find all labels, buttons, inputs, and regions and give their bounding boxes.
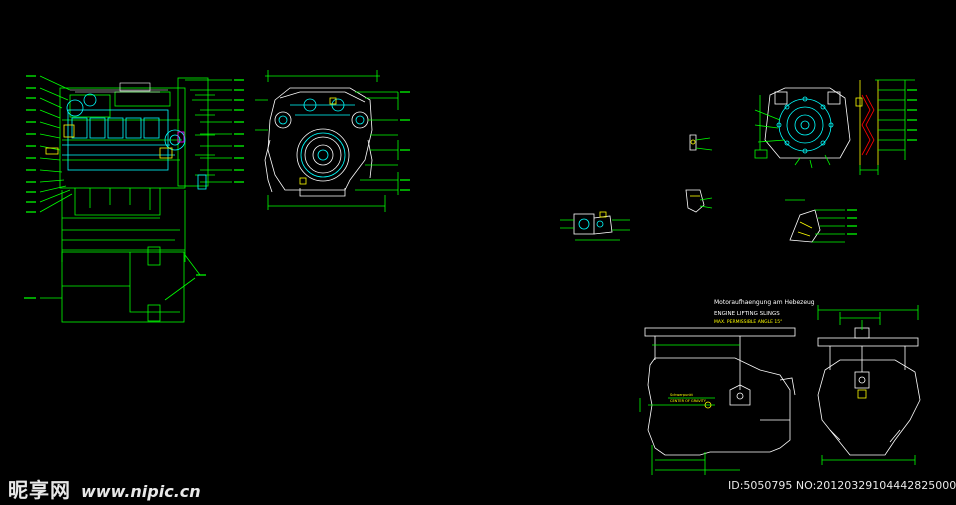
watermark-url: www.nipic.cn: [81, 482, 201, 501]
watermark: 昵享网 www.nipic.cn: [8, 474, 201, 503]
lifting-front-view: [817, 305, 921, 465]
flywheel-detail: [754, 79, 915, 175]
lifting-side-view: [639, 327, 796, 475]
engine-front-view: [255, 70, 399, 212]
dimension-tick-labels: [24, 75, 917, 299]
lifting-subtitle: MAX. PERMISSIBLE ANGLE 15°: [714, 319, 782, 325]
watermark-logo: 昵享网: [8, 478, 71, 502]
lifting-title-de: Motoraufhaengung am Hebezeug: [714, 299, 815, 306]
cog-label-en: CENTER OF GRAVITY: [670, 399, 707, 403]
small-details: [560, 134, 845, 243]
cog-label: Schwerpunkt: [670, 393, 694, 397]
image-id-text: ID:5050795 NO:20120329104442825000: [728, 479, 956, 492]
lifting-title-en: ENGINE LIFTING SLINGS: [714, 311, 780, 317]
engine-side-view: [39, 75, 232, 323]
